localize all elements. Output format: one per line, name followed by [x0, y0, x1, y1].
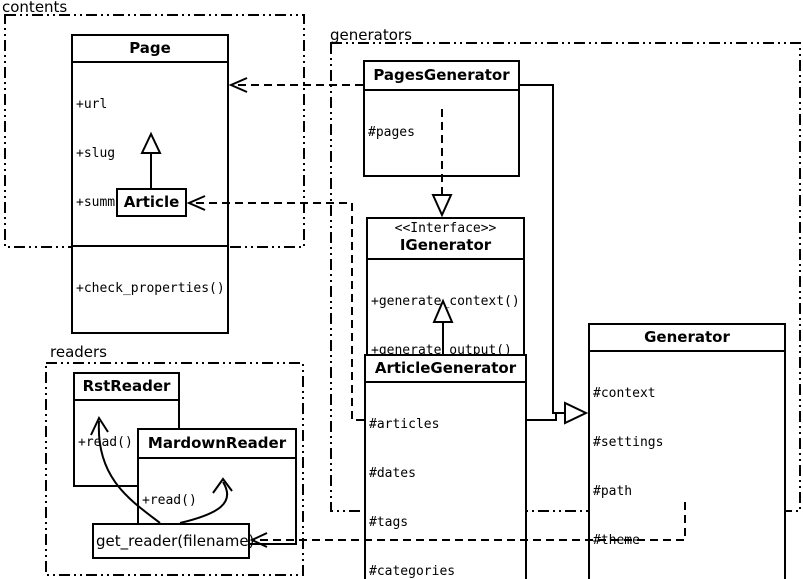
class-title: ArticleGenerator	[374, 359, 517, 377]
attributes-section: #pages	[365, 89, 518, 175]
attributes-section: #articles #dates #tags #categories	[366, 381, 525, 579]
methods-section: +check_properties()	[73, 245, 227, 331]
class-title: Page	[129, 39, 171, 57]
open-arrowhead-icon	[228, 77, 248, 93]
method: +check_properties()	[76, 281, 225, 297]
class-title: PagesGenerator	[373, 66, 510, 84]
attribute: #tags	[369, 515, 409, 531]
attribute: +slug	[76, 146, 116, 162]
attribute: #articles	[369, 416, 440, 432]
contents-package-label: contents	[2, 0, 68, 16]
attribute: #pages	[368, 124, 415, 140]
attribute: #dates	[369, 466, 416, 482]
attribute: #settings	[593, 435, 664, 451]
class-title: MardownReader	[147, 434, 287, 452]
class-box-page: Page +url +slug +summary +check_properti…	[71, 34, 229, 334]
method: +generate_context()	[371, 293, 520, 309]
class-box-generator: Generator #context #settings #path #them…	[588, 323, 786, 579]
inheritance-arrows-to-generator	[520, 84, 589, 425]
class-title: Generator	[644, 328, 730, 346]
readers-package-label: readers	[50, 343, 107, 361]
class-header: <<Interface>> IGenerator	[368, 219, 523, 258]
attributes-section: #context #settings #path #theme #output_…	[590, 350, 784, 579]
hollow-triangle-icon	[431, 194, 453, 218]
class-box-pages-generator: PagesGenerator #pages	[363, 60, 520, 178]
class-title: Article	[123, 193, 180, 211]
generators-package-label: generators	[330, 26, 412, 44]
interface-stereotype: <<Interface>>	[394, 221, 497, 236]
function-label: get_reader(filename)	[96, 532, 255, 550]
hollow-triangle-icon	[564, 401, 589, 425]
attribute: #path	[593, 484, 633, 500]
attribute: #context	[593, 385, 656, 401]
method: +read()	[142, 492, 197, 508]
dependency-arrow-pagesgenerator-to-page	[228, 77, 363, 93]
attribute: #categories	[369, 564, 456, 579]
attributes-section: +url +slug +summary	[73, 61, 227, 245]
attribute: #theme	[593, 533, 640, 549]
function-box-get-reader: get_reader(filename)	[92, 523, 255, 559]
class-title: IGenerator	[399, 236, 492, 254]
attribute: +url	[76, 96, 108, 112]
class-title: RstReader	[82, 377, 171, 395]
class-box-article-generator: ArticleGenerator #articles #dates #tags …	[364, 354, 527, 579]
class-box-article: Article	[116, 188, 187, 217]
